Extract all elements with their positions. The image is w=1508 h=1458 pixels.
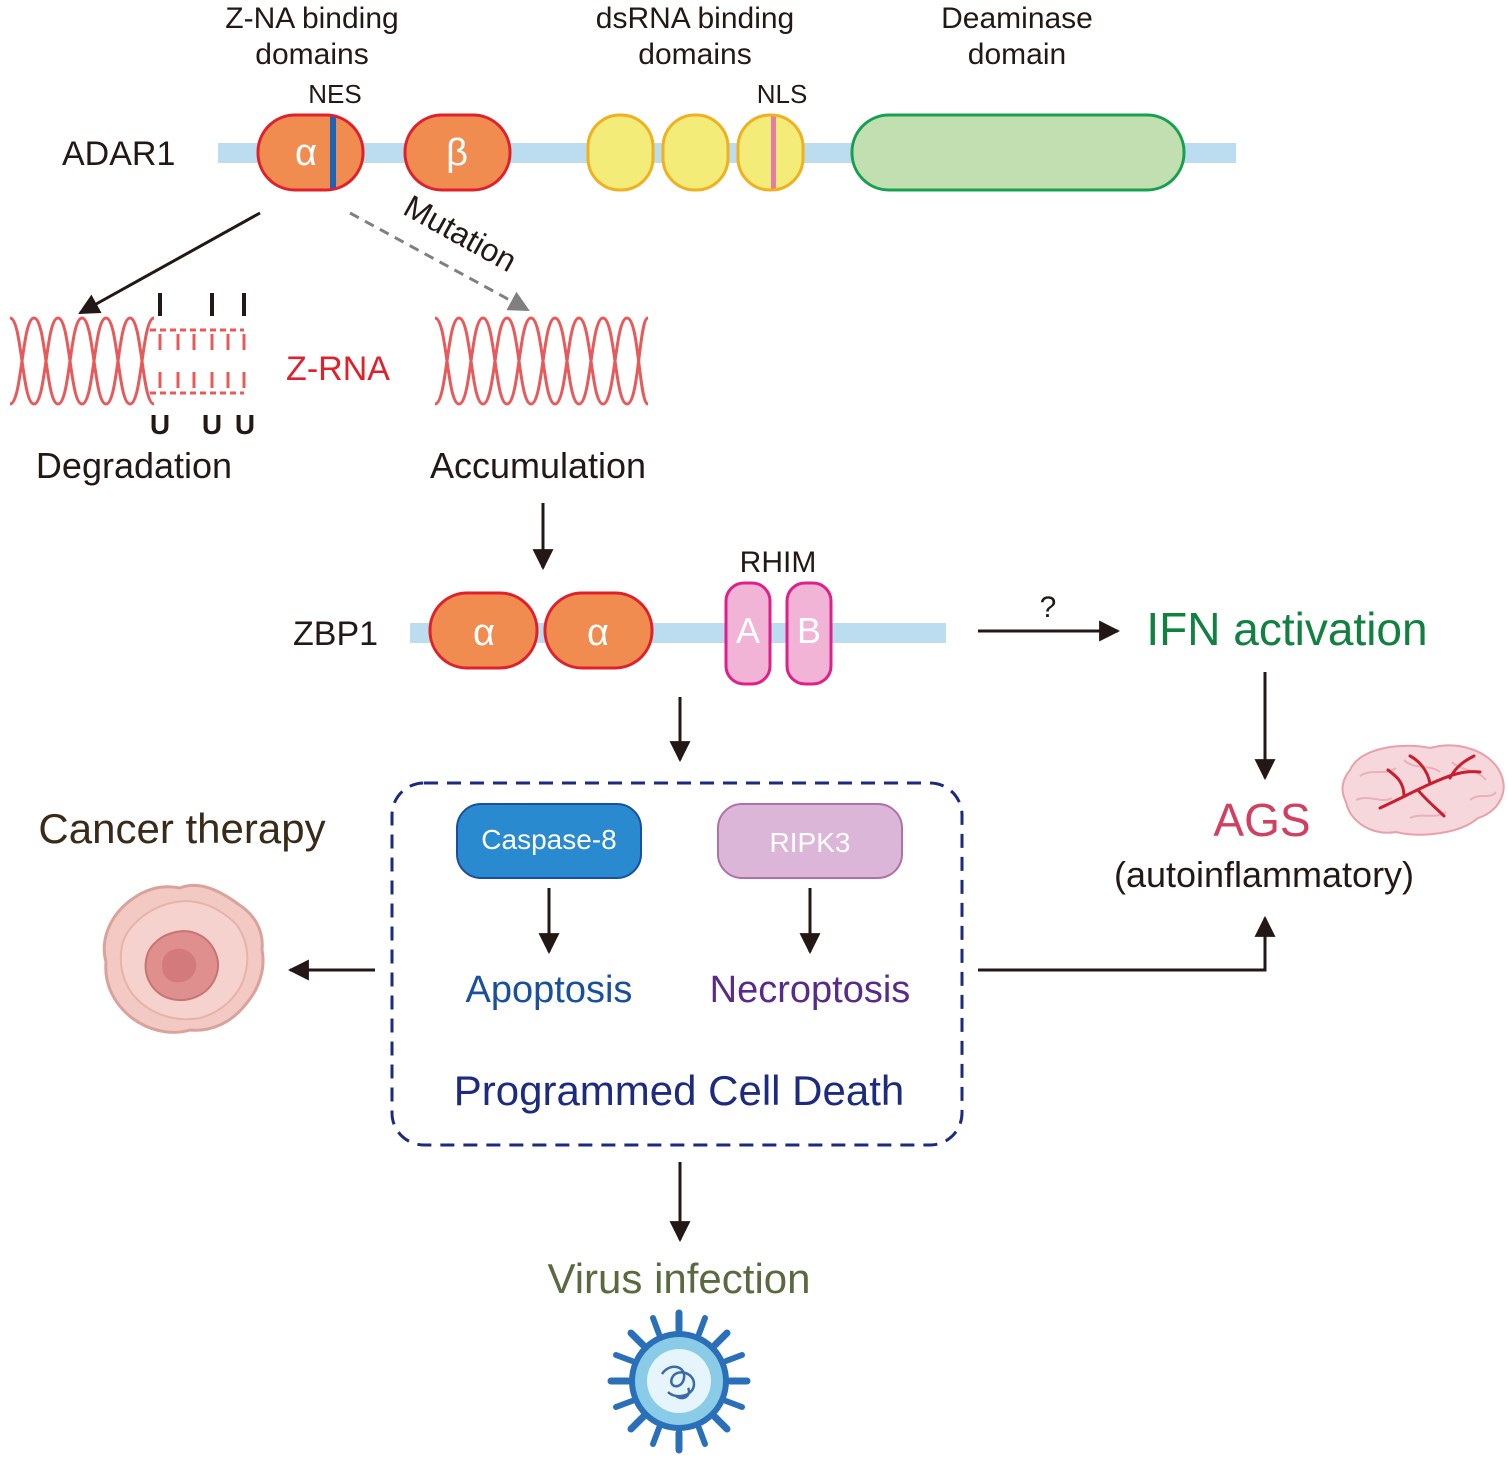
question-mark: ? <box>1040 591 1057 624</box>
dsrbd-2 <box>661 113 730 192</box>
brain-icon <box>1341 744 1505 836</box>
arrow-to-degradation <box>78 211 261 315</box>
dsrbd-3 <box>736 113 805 192</box>
rhim-label: RHIM <box>740 546 817 579</box>
zbp1-za-alpha1-domain: α <box>428 591 539 670</box>
dsrbd-header-line2: domains <box>638 38 751 71</box>
degradation-label: Degradation <box>36 445 232 486</box>
ags-subtitle: (autoinflammatory) <box>1114 854 1414 895</box>
mutation-label: Mutation <box>398 188 523 279</box>
apoptosis-label: Apoptosis <box>466 969 633 1011</box>
caspase-8-label: Caspase-8 <box>481 824 616 855</box>
zrna-accumulated-helix <box>434 316 650 406</box>
cancer-cell-icon <box>102 883 265 1034</box>
ifn-activation-label: IFN activation <box>1146 603 1427 655</box>
za-header-line2: domains <box>255 38 368 71</box>
programmed-cell-death-box <box>390 781 964 1147</box>
broken-base-pairs <box>150 328 246 395</box>
nes-label: NES <box>308 79 361 109</box>
deaminase-header-line1: Deaminase <box>941 2 1093 35</box>
rhim-a-domain: A <box>724 581 772 686</box>
zbp1-label: ZBP1 <box>293 615 378 653</box>
adar1-label: ADAR1 <box>62 135 175 173</box>
u-mark-2: U <box>202 409 222 440</box>
inosine-marks <box>158 293 246 316</box>
deaminase-domain <box>850 113 1186 192</box>
adar1-zb-beta-domain: β <box>403 113 512 192</box>
dsrbd-1 <box>586 113 655 192</box>
za-header-line1: Z-NA binding <box>225 2 398 35</box>
adar1-beta-label: β <box>446 132 468 174</box>
rhim-b-label: B <box>797 610 821 651</box>
adar1-alpha-label: α <box>295 132 317 174</box>
zrna-degraded-helix <box>9 316 246 406</box>
nls-mark <box>771 115 776 190</box>
dsrbd-domains <box>586 113 805 192</box>
arrow-pcd-to-ags <box>978 915 1276 972</box>
rhim-a-label: A <box>736 610 760 651</box>
deaminase-header-line2: domain <box>968 38 1066 71</box>
virus-icon <box>607 1309 751 1454</box>
nls-label: NLS <box>757 79 808 109</box>
ripk3-box: RIPK3 <box>717 803 903 879</box>
dsrbd-header-line1: dsRNA binding <box>596 2 794 35</box>
u-mark-3: U <box>235 409 255 440</box>
ripk3-label: RIPK3 <box>770 827 851 858</box>
adar1-za-alpha-domain: α <box>256 113 365 192</box>
zrna-label: Z-RNA <box>286 350 390 388</box>
u-mark-1: U <box>150 409 170 440</box>
ags-label: AGS <box>1213 794 1310 846</box>
zbp1-alpha2-label: α <box>587 612 609 654</box>
programmed-cell-death-label: Programmed Cell Death <box>454 1067 905 1114</box>
rhim-b-domain: B <box>785 581 833 686</box>
cancer-therapy-label: Cancer therapy <box>38 805 325 852</box>
accumulation-label: Accumulation <box>430 445 646 486</box>
virus-infection-label: Virus infection <box>547 1255 810 1302</box>
caspase-8-box: Caspase-8 <box>456 803 642 879</box>
necroptosis-label: Necroptosis <box>710 969 911 1011</box>
nes-mark <box>330 115 336 190</box>
zbp1-za-alpha2-domain: α <box>543 591 654 670</box>
zbp1-alpha1-label: α <box>473 612 495 654</box>
